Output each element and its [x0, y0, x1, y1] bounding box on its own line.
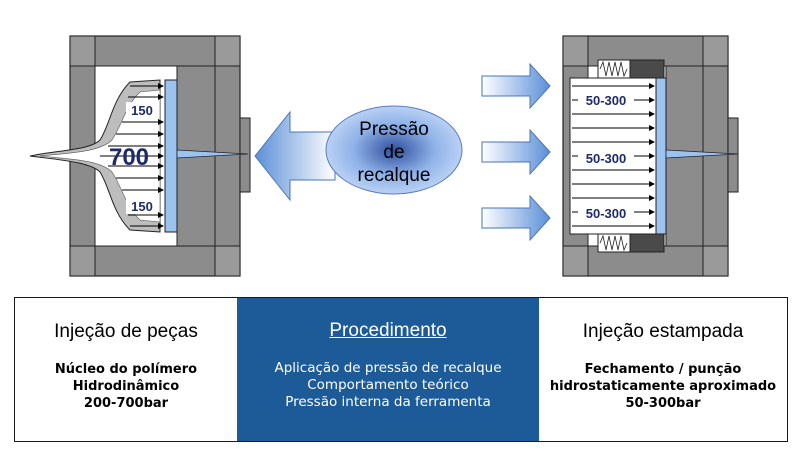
left-mold-pressure-arrows [100, 83, 164, 229]
right-mold-label-1-bg [578, 92, 634, 108]
left-mold-top-plate-right [214, 35, 241, 67]
right-mold-sprue [665, 149, 739, 159]
column-title-injection-parts: Injeção de peças [54, 321, 198, 342]
table-column-injection-parts: Injeção de peças Núcleo do polímero Hidr… [15, 298, 237, 441]
left-mold-nozzle-block [239, 117, 251, 193]
right-mold-top-dark-block [629, 59, 665, 79]
right-arrow-top [481, 62, 551, 110]
right-mold-bottom-plate [562, 245, 589, 277]
column-title-procedure: Procedimento [329, 320, 447, 341]
table-column-stamped-injection: Injeção estampada Fechamento / punção hi… [539, 298, 787, 441]
right-mold-bottom-dark-block [629, 233, 665, 253]
left-mold-bottom-plate [69, 245, 96, 277]
column-line: Núcleo do polímero [54, 362, 198, 377]
left-mold-label-bottom-bg [126, 198, 158, 214]
left-mold: 150 700 150 [29, 35, 251, 277]
center-bubble-line3: recalque [358, 165, 431, 186]
left-mold-sprue [176, 149, 249, 159]
right-mold: 50-300 50-300 50-300 [562, 35, 739, 277]
right-mold-bottom-plate-right [702, 245, 729, 277]
column-line: Fechamento / punção [584, 362, 742, 377]
left-mold-top-plate [69, 35, 96, 67]
left-mold-label-center: 700 [109, 144, 149, 171]
left-mold-label-bottom: 150 [131, 199, 153, 214]
left-big-arrow [254, 110, 336, 202]
left-mold-blue-plate [164, 79, 178, 233]
right-mold-label-3-bg [578, 205, 634, 221]
column-line: Pressão interna da ferramenta [285, 394, 491, 410]
right-mold-bottom-spring-coil [599, 234, 628, 252]
column-line: Comportamento teórico [307, 377, 469, 393]
right-mold-top-plate-right [702, 35, 729, 67]
column-line: 200-700bar [83, 396, 169, 411]
right-mold-nozzle-block [727, 117, 739, 193]
left-mold-label-top: 150 [131, 103, 153, 118]
comparison-table: Injeção de peças Núcleo do polímero Hidr… [14, 297, 788, 442]
table-column-procedure: Procedimento Aplicação de pressão de rec… [237, 298, 539, 441]
column-title-stamped-injection: Injeção estampada [582, 321, 744, 342]
right-mold-top-plate [562, 35, 589, 67]
left-mold-bottom-plate-right [214, 245, 241, 277]
column-line: hidrostaticamente aproximado [549, 379, 777, 394]
right-arrow-bottom [481, 194, 551, 242]
right-arrows [481, 62, 551, 242]
center-bubble-line2: de [383, 142, 404, 163]
column-line: 50-300bar [625, 396, 701, 411]
left-mold-label-top-bg [126, 102, 158, 118]
right-mold-label-3: 50-300 [586, 206, 626, 221]
process-diagram: 150 700 150 Pressão de recalque [29, 35, 739, 277]
right-mold-label-2-bg [578, 150, 634, 166]
center-bubble: Pressão de recalque [325, 105, 463, 195]
center-bubble-line1: Pressão [359, 119, 429, 140]
right-arrow-middle [481, 128, 551, 176]
center-bubble-shape [325, 105, 463, 195]
right-mold-label-2: 50-300 [586, 151, 626, 166]
column-line: Hidrodinâmico [72, 379, 180, 394]
right-mold-label-1: 50-300 [586, 93, 626, 108]
right-mold-top-spring-coil [599, 60, 628, 78]
right-mold-blue-plate [655, 77, 667, 235]
column-line: Aplicação de pressão de recalque [274, 360, 502, 376]
